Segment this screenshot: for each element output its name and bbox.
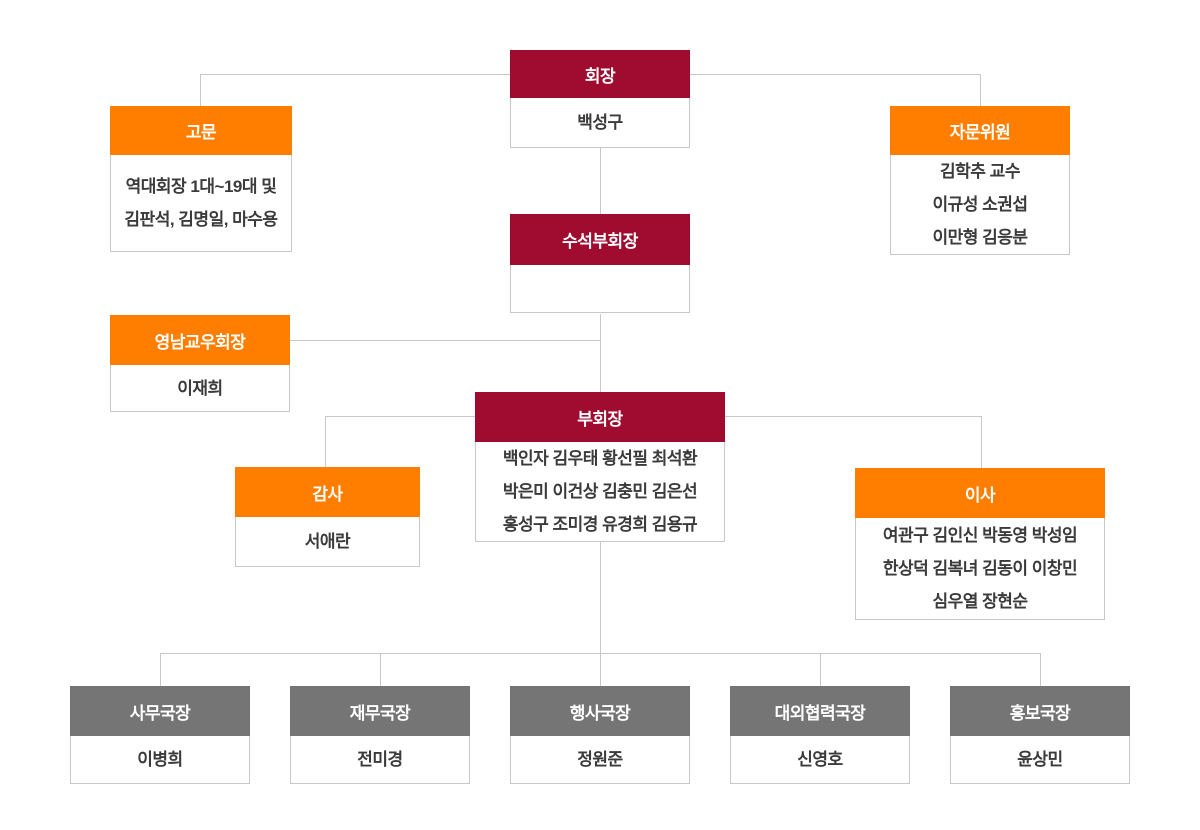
connector-line [600,542,601,653]
member-name: 백인자 김우태 황선필 최석환 [502,449,698,468]
connector-line [725,416,982,417]
node-members: 김학추 교수 이규성 소권섭 이만형 김응분 [891,155,1069,254]
member-name: 심우열 장현순 [932,592,1028,611]
node-members: 전미경 [291,736,469,783]
member-name: 홍성구 조미경 유경희 김용규 [502,515,698,534]
org-node-secretary-general: 사무국장 이병희 [70,686,250,784]
connector-line [325,416,326,467]
member-name: 이규성 소권섭 [932,195,1028,214]
node-title: 수석부회장 [510,214,690,265]
node-members: 여관구 김인신 박동영 박성임 한상덕 김복녀 김동이 이창민 심우열 장현순 [856,518,1104,619]
member-name: 여관구 김인신 박동영 박성임 [882,526,1078,545]
org-node-events-director: 행사국장 정원준 [510,686,690,784]
connector-line [325,416,475,417]
node-title: 부회장 [475,392,725,442]
node-members: 역대회장 1대~19대 및 김판석, 김명일, 마수용 [111,155,291,251]
connector-line [820,653,821,686]
member-name: 서애란 [304,532,351,551]
node-title: 자문위원 [890,106,1070,155]
member-name: 박은미 이건상 김충민 김은선 [502,482,698,501]
connector-line [600,147,601,214]
connector-line [600,314,601,392]
node-title: 이사 [855,468,1105,518]
node-title: 사무국장 [70,686,250,736]
node-title: 행사국장 [510,686,690,736]
org-node-yeongnam-alumni-chairman: 영남교우회장 이재희 [110,315,290,412]
member-name: 김학추 교수 [940,162,1020,181]
connector-line [160,653,161,686]
node-members [511,265,689,312]
node-members: 이병희 [71,736,249,783]
node-members: 백성구 [511,98,689,147]
org-node-auditor: 감사 서애란 [235,467,420,567]
org-node-director: 이사 여관구 김인신 박동영 박성임 한상덕 김복녀 김동이 이창민 심우열 장… [855,468,1105,620]
node-title: 감사 [235,467,420,517]
org-node-finance-director: 재무국장 전미경 [290,686,470,784]
node-title: 재무국장 [290,686,470,736]
connector-line [1040,653,1041,686]
node-title: 고문 [110,106,292,155]
node-title: 홍보국장 [950,686,1130,736]
org-node-pr-director: 홍보국장 윤상민 [950,686,1130,784]
org-node-advisor: 고문 역대회장 1대~19대 및 김판석, 김명일, 마수용 [110,106,292,252]
connector-line [980,74,981,106]
member-name: 역대회장 1대~19대 및 [125,177,277,196]
member-name: 윤상민 [1017,750,1063,769]
connector-line [380,653,381,686]
node-members: 이재희 [111,365,289,411]
member-name: 백성구 [577,113,623,132]
node-members: 정원준 [511,736,689,783]
node-title: 영남교우회장 [110,315,290,365]
org-node-external-relations-director: 대외협력국장 신영호 [730,686,910,784]
node-title: 회장 [510,50,690,98]
connector-line [600,653,601,686]
connector-line [290,340,601,341]
member-name: 이병희 [137,750,183,769]
node-members: 신영호 [731,736,909,783]
org-node-advisory-committee: 자문위원 김학추 교수 이규성 소권섭 이만형 김응분 [890,106,1070,255]
org-node-senior-vice-chairman: 수석부회장 [510,214,690,313]
node-members: 백인자 김우태 황선필 최석환 박은미 이건상 김충민 김은선 홍성구 조미경 … [476,442,724,541]
org-node-chairman: 회장 백성구 [510,50,690,148]
node-members: 서애란 [236,517,419,566]
member-name: 전미경 [357,750,403,769]
member-name: 한상덕 김복녀 김동이 이창민 [882,559,1078,578]
member-name: 신영호 [797,750,843,769]
connector-line [200,74,201,106]
member-name: 이재희 [177,378,223,398]
node-members: 윤상민 [951,736,1129,783]
member-name: 김판석, 김명일, 마수용 [124,210,278,229]
node-title: 대외협력국장 [730,686,910,736]
member-name: 이만형 김응분 [932,228,1028,247]
org-node-vice-chairman: 부회장 백인자 김우태 황선필 최석환 박은미 이건상 김충민 김은선 홍성구 … [475,392,725,542]
member-name: 정원준 [577,750,623,769]
connector-line [981,416,982,468]
